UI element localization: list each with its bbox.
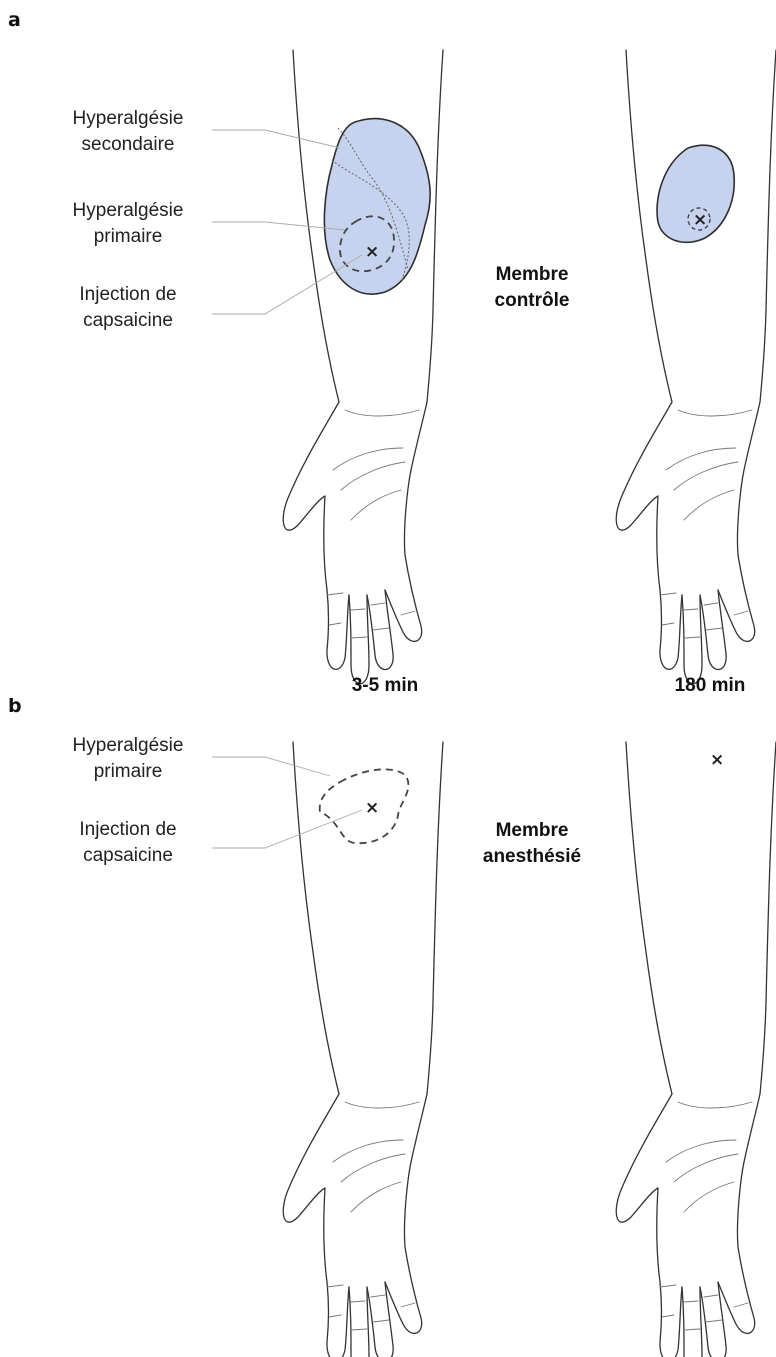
- time-label-3-5min: 3-5 min: [352, 675, 419, 696]
- leader-injection-b: [212, 810, 362, 848]
- arm-control-180min: [616, 50, 776, 684]
- limb-label-control-line1: Membre: [496, 264, 569, 285]
- injection-marker-180min: ×: [693, 210, 707, 230]
- limb-label-anesthetized-line1: Membre: [496, 820, 569, 841]
- injection-marker-anesthetized-180min: ×: [710, 750, 724, 770]
- leader-secondary: [212, 130, 340, 148]
- time-label-180min: 180 min: [675, 675, 746, 696]
- label-primary-line2: primaire: [94, 226, 163, 247]
- label-injection-b-line2: capsaicine: [83, 845, 173, 866]
- panel-a-letter: a: [8, 9, 21, 31]
- label-injection-line2: capsaicine: [83, 310, 173, 331]
- limb-label-anesthetized-line2: anesthésié: [483, 846, 581, 867]
- label-injection-b-line1: Injection de: [79, 819, 176, 840]
- label-primary-line1: Hyperalgésie: [73, 200, 184, 221]
- label-primary-b-line2: primaire: [94, 761, 163, 782]
- label-secondary-line1: Hyperalgésie: [73, 108, 184, 129]
- panel-b-letter: b: [8, 695, 22, 717]
- leader-primary-b: [212, 757, 330, 776]
- arm-anesthetized-180min: [616, 742, 776, 1357]
- label-injection-line1: Injection de: [79, 284, 176, 305]
- injection-marker-anesthetized: ×: [365, 798, 379, 818]
- arm-anesthetized-3-5min: [283, 742, 443, 1357]
- label-primary-b-line1: Hyperalgésie: [73, 735, 184, 756]
- injection-marker: ×: [365, 242, 379, 262]
- limb-label-control-line2: contrôle: [495, 290, 570, 311]
- label-secondary-line2: secondaire: [82, 134, 175, 155]
